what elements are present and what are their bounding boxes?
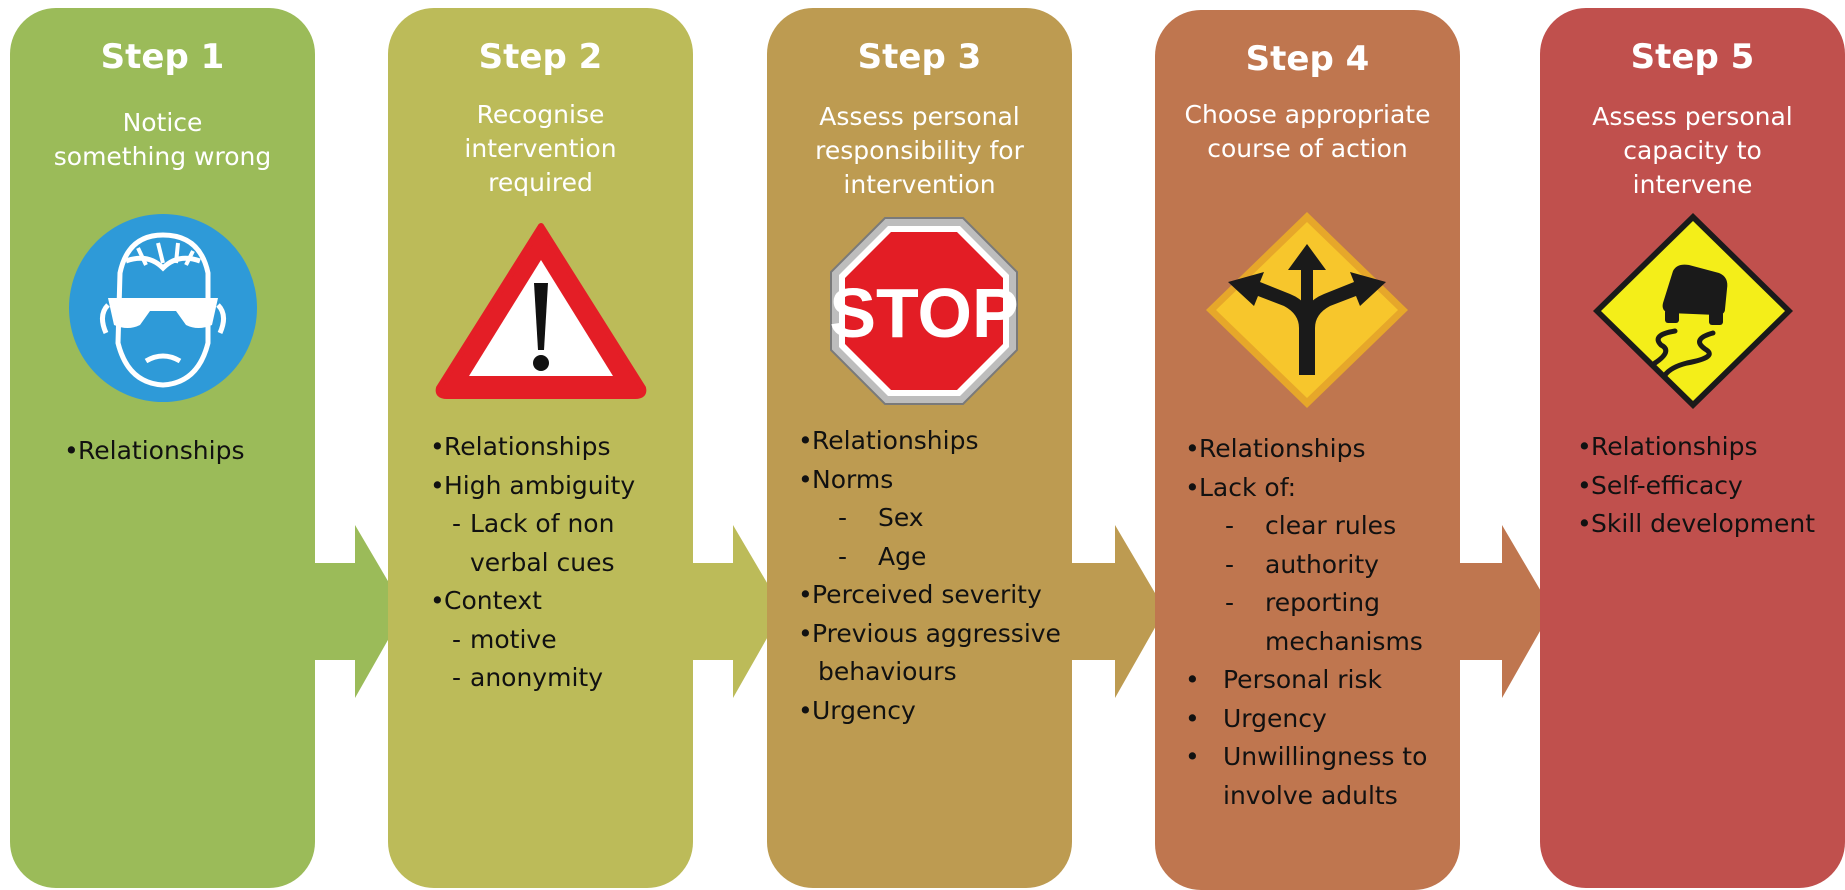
- list-item: •Urgency: [1185, 703, 1327, 733]
- step-title: Step 4: [1245, 39, 1370, 79]
- step-2-panel: Step 2 Recognise intervention required R…: [388, 8, 693, 888]
- list-item: -motive: [452, 624, 557, 654]
- stop-sign-icon: STOP: [829, 217, 1019, 405]
- list-item: Skill development: [1577, 505, 1815, 544]
- factor-list: Relationships Norms -Sex -Age Perceived …: [798, 422, 1061, 731]
- list-item: -reporting: [1225, 588, 1381, 617]
- step-description: Choose appropriate course of action: [1184, 100, 1431, 163]
- step-title: Step 1: [100, 37, 225, 77]
- arrow-step3-to-step4: [1056, 525, 1165, 698]
- step-description: Assess personal responsibility for inter…: [815, 102, 1024, 199]
- list-item: -authority: [1225, 549, 1379, 579]
- list-item: Relationships: [798, 422, 1061, 461]
- list-item: Norms: [798, 461, 1061, 500]
- list-item: Lack of:: [1185, 469, 1427, 508]
- factor-list: Relationships Self-efficacy Skill develo…: [1577, 428, 1815, 544]
- slippery-road-sign-icon: [1593, 213, 1793, 409]
- list-item: High ambiguity: [430, 467, 635, 506]
- list-item: Self-efficacy: [1577, 467, 1815, 506]
- stop-sign-text: STOP: [829, 274, 1018, 352]
- factor-list: Relationships Lack of: -clear rules -aut…: [1185, 430, 1428, 815]
- arrow-step2-to-step3: [678, 525, 783, 698]
- factor-list: Relationships High ambiguity -Lack of no…: [430, 428, 635, 698]
- step-4-panel: Step 4 Choose appropriate course of acti…: [1155, 10, 1460, 890]
- list-item: behaviours: [818, 657, 957, 686]
- step-description: Recognise intervention required: [464, 100, 617, 197]
- warning-triangle-icon: [435, 223, 647, 399]
- connector-arrows: [300, 525, 1552, 698]
- list-item: Relationships: [1185, 430, 1427, 469]
- step-3-panel: Step 3 Assess personal responsibility fo…: [767, 8, 1072, 888]
- list-item: -Sex: [838, 503, 924, 532]
- list-item: Relationships: [64, 432, 244, 471]
- step-1-panel: Step 1 Notice something wrong Relationsh…: [10, 8, 315, 888]
- factor-list: Relationships: [64, 432, 244, 471]
- list-item: -Age: [838, 541, 927, 571]
- list-item: Previous aggressive: [798, 615, 1061, 654]
- list-item: •Personal risk: [1185, 665, 1382, 694]
- list-item: -Lack of non: [452, 509, 615, 538]
- step-title: Step 5: [1630, 37, 1755, 77]
- list-item: involve adults: [1223, 780, 1398, 810]
- arrow-step4-to-step5: [1444, 525, 1552, 698]
- list-item: Urgency: [798, 692, 1061, 731]
- list-item: -anonymity: [452, 663, 603, 692]
- list-item: Relationships: [430, 428, 635, 467]
- arrow-step1-to-step2: [300, 525, 405, 698]
- list-item: -clear rules: [1225, 511, 1397, 540]
- list-item: Relationships: [1577, 428, 1815, 467]
- eye-protection-icon: [69, 214, 257, 402]
- three-way-arrows-sign-icon: [1206, 212, 1408, 408]
- step-5-panel: Step 5 Assess personal capacity to inter…: [1540, 8, 1845, 888]
- list-item: verbal cues: [470, 547, 615, 577]
- list-item: mechanisms: [1265, 626, 1423, 656]
- step-description: Notice something wrong: [53, 108, 272, 171]
- step-description: Assess personal capacity to intervene: [1592, 102, 1793, 199]
- list-item: •Unwillingness to: [1185, 742, 1428, 771]
- list-item: Perceived severity: [798, 576, 1061, 615]
- step-title: Step 2: [478, 37, 603, 77]
- list-item: Context: [430, 582, 635, 621]
- step-title: Step 3: [857, 37, 982, 77]
